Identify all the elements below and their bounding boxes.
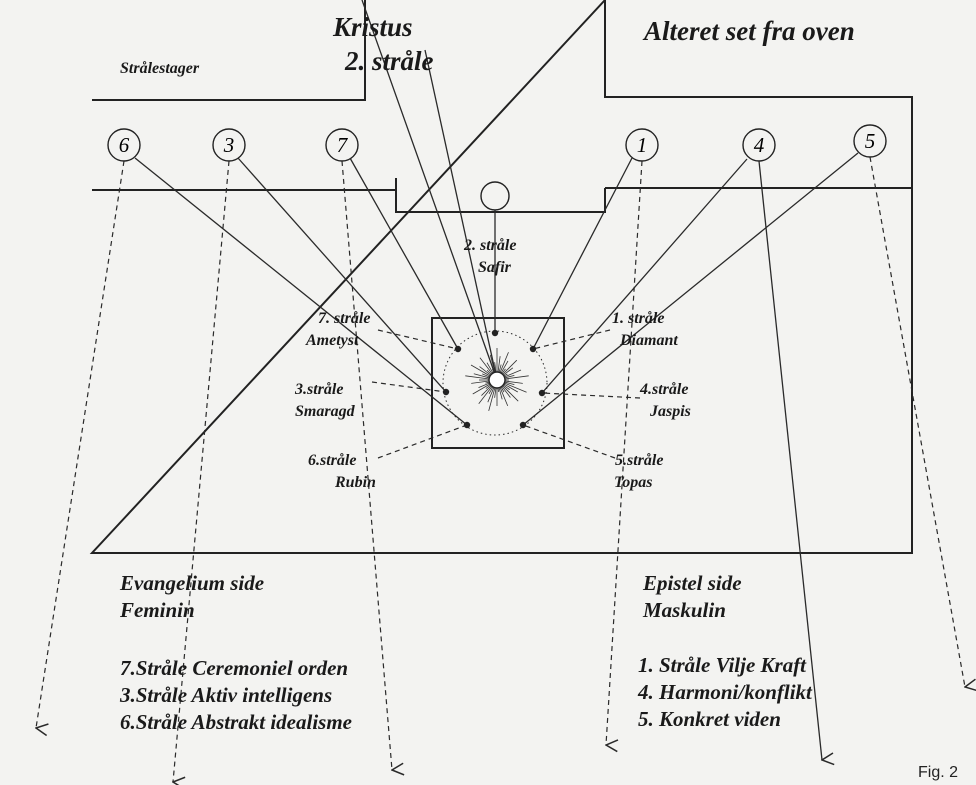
ray4-stone: Jaspis xyxy=(649,403,691,420)
ray7-label: 7. stråle xyxy=(318,310,370,327)
burst-ray xyxy=(501,382,518,393)
right-side-label: Epistel side xyxy=(642,571,742,595)
burst-ray xyxy=(487,385,496,403)
ray1-stone: Diamant xyxy=(619,332,678,349)
stone-smaragd-dot xyxy=(442,388,450,396)
down-arrows xyxy=(36,156,965,782)
burst-ray xyxy=(502,375,529,380)
burst-ray xyxy=(489,354,496,375)
stone-diamant-dot xyxy=(529,345,537,353)
left-list-item-1: 7.Stråle Ceremoniel orden xyxy=(120,656,348,680)
safir-circle xyxy=(480,181,510,211)
ray5-label: 5.stråle xyxy=(615,452,663,469)
left-list-item-2: 3.Stråle Aktiv intelligens xyxy=(119,683,332,707)
burst-ray xyxy=(498,385,509,407)
altar-outline xyxy=(89,0,913,554)
right-list-item-2: 4. Harmoni/konflikt xyxy=(637,680,813,704)
burst-ray xyxy=(500,359,518,377)
burst-ray xyxy=(471,380,492,384)
burst-ray xyxy=(502,369,522,379)
ray1-label: 1. stråle xyxy=(612,310,664,327)
stone-topas-dot xyxy=(519,421,527,429)
ray3-label: 3.stråle xyxy=(294,381,343,398)
stone-rubin-dot xyxy=(463,421,471,429)
burst-ray xyxy=(497,356,501,375)
stone-safir-dot xyxy=(491,329,499,337)
candle-group: 6 3 7 1 4 5 xyxy=(107,124,887,162)
burst-ray xyxy=(479,357,494,376)
left-list-item-3: 6.Stråle Abstrakt idealisme xyxy=(120,710,352,734)
right-gender-label: Maskulin xyxy=(642,598,726,622)
candle-6-label: 6 xyxy=(119,133,130,157)
page-title: Alteret set fra oven xyxy=(642,16,855,46)
burst-ray xyxy=(488,385,496,412)
left-side-label: Evangelium side xyxy=(119,571,264,595)
burst-ray xyxy=(498,352,509,375)
candle-3-label: 3 xyxy=(223,133,235,157)
candle-1-label: 1 xyxy=(637,133,648,157)
center-burst xyxy=(442,329,548,436)
candle-4-label: 4 xyxy=(754,133,765,157)
right-list-item-3: 5. Konkret viden xyxy=(638,707,781,731)
figure-label: Fig. 2 xyxy=(918,764,958,781)
ray6-stone: Rubin xyxy=(334,474,376,491)
stone-ametyst-dot xyxy=(454,345,462,353)
candle-5-label: 5 xyxy=(865,129,876,153)
ray7-stone: Ametyst xyxy=(305,332,359,349)
right-list-item-1: 1. Stråle Vilje Kraft xyxy=(638,653,807,677)
burst-ray xyxy=(472,382,493,395)
burst-ray xyxy=(500,383,519,402)
candle-holder-label: Strålestager xyxy=(120,60,200,77)
stone-jaspis-dot xyxy=(538,389,546,397)
burst-ray xyxy=(502,381,527,393)
kristus-label: Kristus xyxy=(332,12,413,42)
candle-7-label: 7 xyxy=(337,133,349,157)
kristus-ray-label: 2. stråle xyxy=(344,46,434,76)
burst-ray xyxy=(465,375,492,380)
ray-lines xyxy=(134,0,859,426)
ray4-label: 4.stråle xyxy=(639,381,688,398)
ray2-label: 2. stråle xyxy=(463,237,516,254)
burst-ray xyxy=(470,364,493,378)
burst-ray xyxy=(478,384,494,405)
ray6-label: 6.stråle xyxy=(308,452,356,469)
burst-ray xyxy=(502,380,523,384)
ray5-stone: Topas xyxy=(614,474,653,491)
label-connectors xyxy=(371,329,641,459)
ray2-stone: Safir xyxy=(478,259,512,276)
ray3-stone: Smaragd xyxy=(295,403,356,420)
left-gender-label: Feminin xyxy=(119,598,195,622)
burst-ray xyxy=(473,373,492,379)
